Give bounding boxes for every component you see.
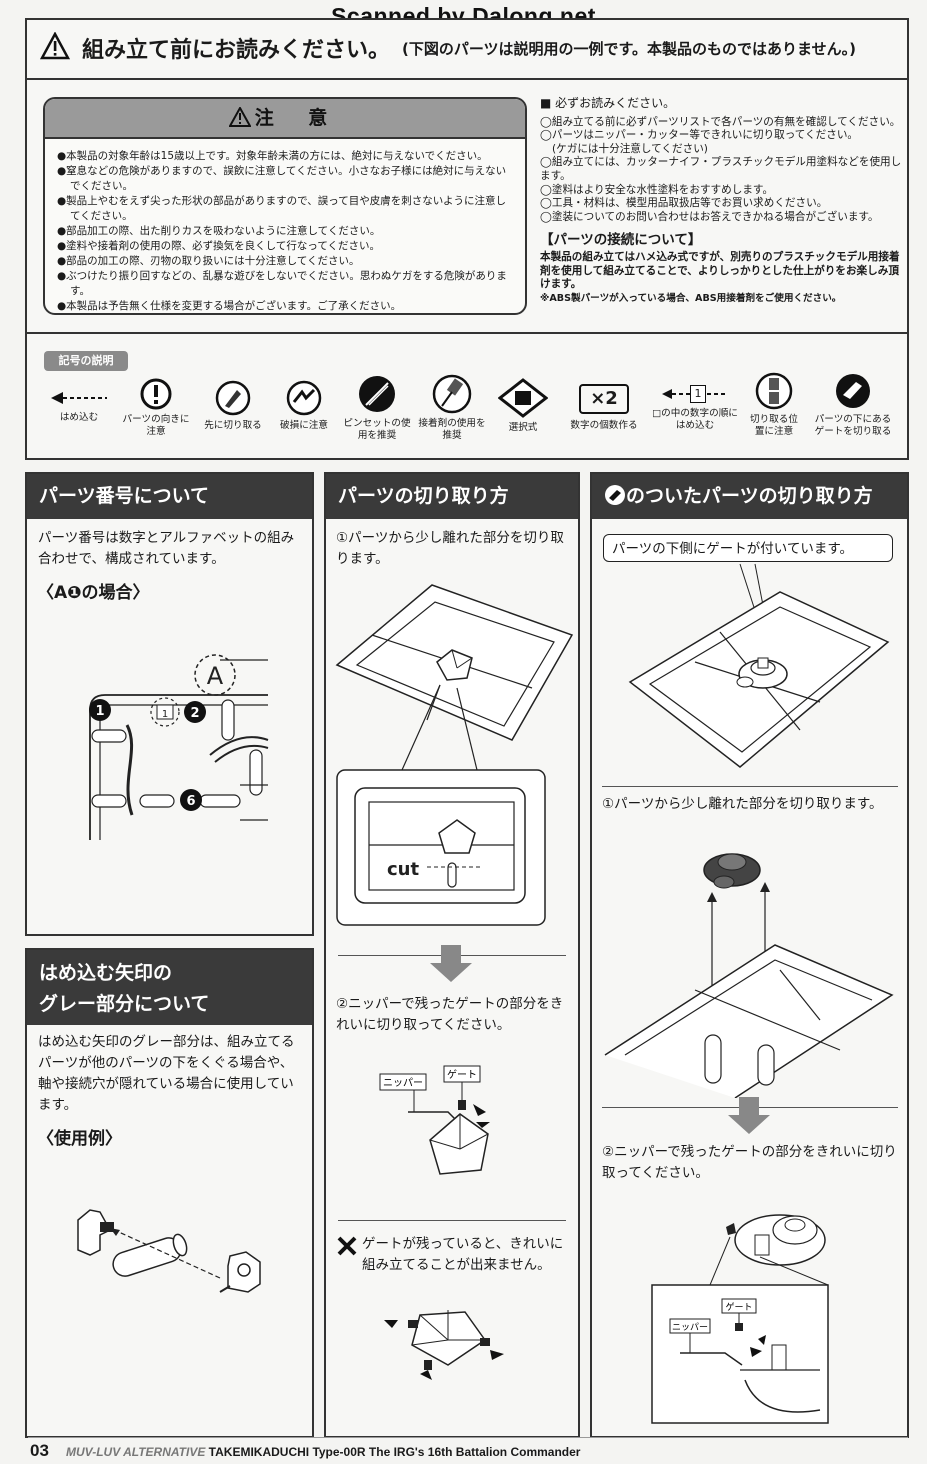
part-number-label: 2 — [190, 706, 199, 721]
caution-item: ●部品加工の際、出た削りカスを吸わないように注意してください。 — [57, 225, 381, 237]
page-subtitle: (下図のパーツは説明用の一例です。本製品のものではありません。) — [402, 40, 856, 58]
caution-item: ●製品上やむをえず尖った形状の部品がありますので、誤って目や皮膚を刺さないように… — [57, 195, 507, 222]
header: 組み立て前にお読みください。 (下図のパーツは説明用の一例です。本製品のものでは… — [40, 30, 900, 66]
order-arrow-icon: 1 — [660, 384, 730, 404]
nipper-label: ニッパー — [672, 1322, 708, 1333]
divider — [338, 1220, 566, 1221]
symbol-damage: 破損に注意 — [275, 380, 333, 432]
usage-example-diagram — [77, 1209, 261, 1293]
symbol-cut-first: 先に切り取る — [198, 380, 268, 432]
choice-icon — [498, 378, 548, 418]
connection-title: 【パーツの接続について】 — [540, 232, 702, 249]
symbol-under-gate: パーツの下にあるゲートを切り取る — [810, 372, 896, 438]
damage-icon — [286, 380, 322, 416]
step-1-text: ①パーツから少し離れた部分を切り取ります。 — [602, 796, 883, 812]
abs-note: ※ABS製パーツが入っている場合、ABS用接着剤をご使用ください。 — [540, 292, 842, 304]
under-gate-step2-diagram: ゲート ニッパー — [651, 1214, 829, 1424]
notes-heading: ■ 必ずお読みください。 — [540, 96, 676, 110]
step-1-text: ①パーツから少し離れた部分を切り取ります。 — [336, 530, 564, 567]
step-2-text: ②ニッパーで残ったゲートの部分をきれいに切り取ってください。 — [336, 996, 564, 1033]
warning-text: ゲートが残っていると、きれいに組み立てることが出来ません。 — [362, 1236, 564, 1273]
part-number-diagram: A 1 2 6 1 — [89, 654, 269, 840]
under-gate-step1-diagram — [604, 853, 894, 1098]
x-mark-icon — [337, 1236, 357, 1256]
part-letter-label: A — [207, 662, 224, 690]
note-item: ◯組み立てには、カッターナイフ・プラスチックモデル用塗料などを使用します。 — [540, 156, 902, 182]
gate-label: ゲート — [725, 1301, 752, 1313]
down-arrow-icon — [430, 945, 472, 982]
glue-icon — [432, 374, 472, 414]
exclamation-icon — [140, 378, 172, 410]
caution-list: ●本製品の対象年齢は15歳以上です。対象年齢未満の方には、絶対に与えないでくださ… — [45, 139, 525, 313]
caution-box: 注 意 ●本製品の対象年齢は15歳以上です。対象年齢未満の方には、絶対に与えない… — [43, 97, 527, 315]
page-title: 組み立て前にお読みください。 — [82, 38, 391, 63]
panel-title: パーツ番号について — [27, 474, 312, 519]
connection-text: 本製品の組み立てはハメ込み式ですが、別売りのプラスチックモデル用接着剤を使用して… — [540, 250, 900, 291]
symbol-orientation: パーツの向きに注意 — [120, 378, 192, 438]
cutting-step1-diagram: cut — [335, 584, 574, 926]
callout-box: パーツの下側にゲートが付いています。 — [603, 534, 893, 562]
caution-item: ●部品の加工の際、刃物の取り扱いには十分注意してください。 — [57, 255, 360, 267]
panel4-sub: 〈使用例〉 — [37, 1129, 122, 1149]
cut-first-icon — [215, 380, 251, 416]
note-item: ◯工具・材料は、模型用品取扱店等でお買い求めください。 — [540, 197, 828, 210]
caution-item: ●本製品は予告無く仕様を変更する場合がございます。ご了承ください。 — [57, 300, 402, 312]
gate-label: ゲート — [447, 1069, 477, 1081]
panel1-text: パーツ番号は数字とアルファベットの組み合わせで、構成されています。 — [38, 530, 295, 567]
symbol-insert: はめ込む — [46, 388, 112, 424]
divider — [27, 78, 907, 80]
note-item: ◯組み立てる前に必ずパーツリストで各パーツの有無を確認してください。 — [540, 115, 901, 128]
under-gate-icon — [836, 374, 870, 408]
part-number-label: 1 — [95, 704, 104, 719]
count-icon: ×2 — [579, 384, 629, 414]
under-gate-diagram — [628, 563, 890, 768]
symbol-tweezers: ピンセットの使用を推奨 — [341, 374, 413, 442]
caution-item: ●塗料や接着剤の使用の際、必ず換気を良くして行なってください。 — [57, 240, 381, 252]
note-item: ◯塗装についてのお問い合わせはお答えできかねる場合がございます。 — [540, 210, 879, 223]
order-box-label: 1 — [162, 709, 168, 720]
divider — [602, 786, 898, 787]
panel-title: はめ込む矢印のグレー部分について — [27, 950, 312, 1025]
note-item: (ケガには十分注意してください) — [552, 142, 708, 155]
divider — [28, 1437, 908, 1438]
under-gate-icon — [605, 485, 625, 505]
caution-item: ●本製品の対象年齢は15歳以上です。対象年齢未満の方には、絶対に与えないでくださ… — [57, 150, 488, 162]
symbol-glue: 接着剤の使用を推奨 — [418, 374, 486, 442]
page-number: 03 — [30, 1441, 49, 1460]
nipper-label: ニッパー — [383, 1077, 423, 1089]
symbol-order: 1 □の中の数字の順にはめ込む — [652, 384, 738, 432]
down-arrow-icon — [728, 1097, 770, 1134]
symbol-cut-position: 切り取る位置に注意 — [746, 372, 802, 438]
note-item: ◯塗料はより安全な水性塗料をおすすめします。 — [540, 183, 774, 196]
divider — [27, 332, 907, 334]
gate-remaining-diagram — [384, 1310, 504, 1380]
panel-gray-arrow: はめ込む矢印のグレー部分について — [25, 948, 314, 1438]
caution-item: ●窒息などの危険がありますので、誤飲に注意してください。小さなお子様には絶対に与… — [57, 165, 507, 192]
symbol-legend-tag: 記号の説明 — [44, 351, 128, 371]
insert-arrow-icon — [51, 392, 107, 404]
panel-title: のついたパーツの切り取り方 — [592, 474, 907, 519]
warning-icon — [40, 32, 70, 60]
part-number-label: 6 — [186, 794, 195, 809]
warning-icon — [227, 105, 252, 127]
notes: ■ 必ずお読みください。 ◯組み立てる前に必ずパーツリストで各パーツの有無を確認… — [540, 96, 902, 305]
symbol-choice: 選択式 — [493, 378, 553, 434]
footer-title: MUV-LUV ALTERNATIVE TAKEMIKADUCHI Type-0… — [66, 1445, 580, 1459]
note-item: ◯パーツはニッパー・カッター等できれいに切り取ってください。 — [540, 129, 859, 142]
cut-position-icon — [755, 372, 793, 410]
symbol-count: ×2 数字の個数作る — [565, 384, 643, 432]
panel-part-numbers: パーツ番号について — [25, 472, 314, 936]
caution-item: ●ぶつけたり振り回すなどの、乱暴な遊びをしないでください。思わぬケガをする危険が… — [57, 270, 507, 297]
caution-header: 注 意 — [45, 99, 525, 139]
panel4-text: はめ込む矢印のグレー部分は、組み立てるパーツが他のパーツの下をくぐる場合や、軸や… — [38, 1034, 295, 1113]
caution-title: 注 意 — [254, 107, 342, 129]
footer-product: TAKEMIKADUCHI Type-00R The IRG's 16th Ba… — [208, 1445, 581, 1459]
tweezers-icon — [359, 376, 395, 412]
panel1-sub: 〈A❶の場合〉 — [37, 583, 150, 603]
step-2-text: ②ニッパーで残ったゲートの部分をきれいに切り取ってください。 — [602, 1144, 897, 1181]
footer-brand: MUV-LUV ALTERNATIVE — [66, 1445, 206, 1459]
cutting-step2-diagram: ニッパー ゲート — [379, 1065, 490, 1175]
cut-label: cut — [387, 859, 419, 880]
panel-title: パーツの切り取り方 — [326, 474, 578, 519]
